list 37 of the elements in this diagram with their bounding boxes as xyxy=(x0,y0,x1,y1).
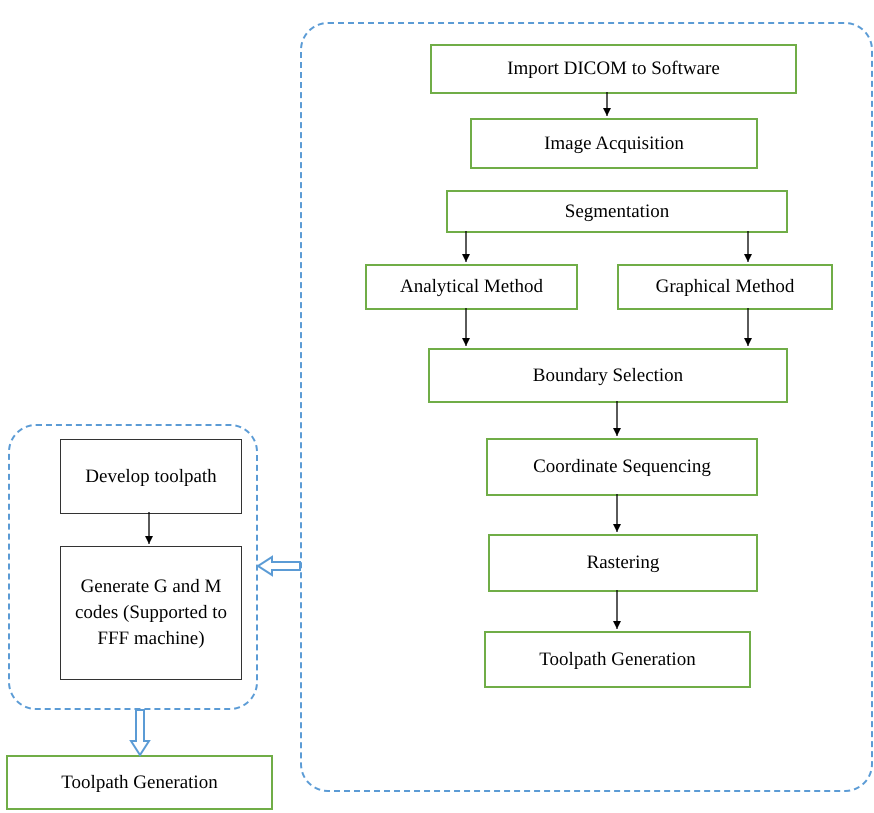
process-box xyxy=(484,631,751,688)
hollow-arrow xyxy=(129,709,151,757)
arrow xyxy=(744,231,752,262)
dashed-group-frame xyxy=(8,424,258,710)
box-label: Boundary Selection xyxy=(532,364,684,388)
arrow xyxy=(145,512,153,544)
box-label: Rastering xyxy=(586,551,660,575)
box-label: Segmentation xyxy=(564,200,670,224)
arrow xyxy=(613,401,621,436)
arrow xyxy=(613,590,621,629)
process-box xyxy=(617,264,833,310)
box-label: Import DICOM to Software xyxy=(506,57,721,81)
dashed-group-frame xyxy=(300,22,873,792)
arrow xyxy=(462,308,470,346)
box-label: Coordinate Sequencing xyxy=(532,455,712,479)
arrow xyxy=(603,92,611,116)
box-label: Generate G and M codes (Supported to FFF machine) xyxy=(74,575,228,651)
process-box xyxy=(430,44,797,94)
process-box xyxy=(6,755,273,810)
box-label: Image Acquisition xyxy=(543,132,685,156)
box-label: Graphical Method xyxy=(654,275,796,299)
process-box xyxy=(470,118,758,169)
process-box xyxy=(488,534,758,592)
arrow xyxy=(613,494,621,532)
process-box xyxy=(60,546,242,680)
box-label: Toolpath Generation xyxy=(538,648,697,672)
process-box xyxy=(428,348,788,403)
process-box xyxy=(486,438,758,496)
box-label: Toolpath Generation xyxy=(60,770,219,794)
arrow xyxy=(462,231,470,262)
process-box xyxy=(365,264,578,310)
hollow-arrow xyxy=(256,555,301,577)
box-label: Analytical Method xyxy=(399,275,544,299)
process-box xyxy=(60,439,242,514)
box-label: Develop toolpath xyxy=(84,464,218,488)
arrow xyxy=(744,308,752,346)
process-box xyxy=(446,190,788,233)
